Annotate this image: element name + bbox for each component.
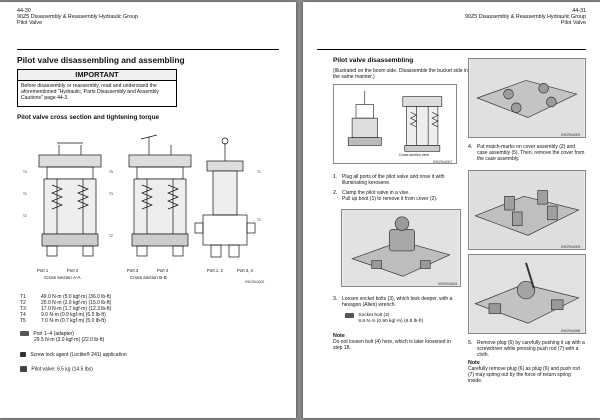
intro-text: (Illustrated on the boom side. Disassemb… (333, 68, 468, 81)
step-text: Loosen socket bolts (3), which look deep… (342, 296, 453, 309)
torque-row: T4 9.0 N·m (0.9 kgf·m) (6.5 lb-ft) (20, 312, 106, 318)
torque-label: T4 (20, 312, 26, 318)
figure-id: K902944005 (561, 245, 581, 249)
figure-plug-removal (468, 254, 586, 334)
header-line-1: 90Z5 Disassembly & Reassembly Hydraulic … (464, 14, 586, 20)
torque-row: T3 17.0 N·m (1.7 kgf·m) (12.3 lb-ft) (20, 306, 111, 312)
note-heading: Note (333, 333, 345, 339)
torque-row: T1 49.0 N·m (5.0 kgf·m) (36.0 lb-ft) (20, 294, 111, 300)
svg-text:T4: T4 (23, 170, 27, 174)
figure-case-assembly (468, 170, 586, 250)
torque-label: T5 (20, 318, 26, 324)
header-line-2: Pilot Valve (17, 20, 43, 27)
figure-id: K902944003 (438, 282, 458, 286)
screw-lock-note: Screw lock agent (Loctite® 241) applicat… (20, 352, 127, 358)
torque-label: T1 (20, 294, 26, 300)
figure-pilot-valve (333, 84, 457, 164)
cross-section-bb-label: Cross section B-B (130, 275, 167, 280)
step-number: 4. (468, 144, 473, 150)
important-heading: IMPORTANT (18, 70, 176, 81)
page-header: 90Z5 Disassembly & Reassembly Hydraulic … (465, 14, 586, 27)
cross-section-aa-label: Cross section A-A (44, 275, 81, 280)
weight-note: Pilot valve: 6.5 kg (14.5 lbs) (20, 366, 93, 372)
step-text: Plug all ports of the pilot valve and ri… (342, 174, 445, 187)
figure-id: K902944008 (561, 329, 581, 333)
svg-text:T5: T5 (109, 170, 113, 174)
weight-icon (20, 366, 27, 372)
torque-row: T2 20.0 N·m (2.0 kgf·m) (15.0 lb-ft) (20, 300, 111, 306)
page-number: 44-31 (572, 8, 586, 14)
important-box: IMPORTANT Before disassembly or reassemb… (17, 69, 177, 107)
step-number: 5. (468, 340, 473, 346)
note-text: Do not loosen bolt (4) here, which is la… (333, 339, 451, 352)
svg-text:T3: T3 (109, 192, 113, 196)
torque-value: 17.0 N·m (1.7 kgf·m) (12.3 lb-ft) (41, 306, 112, 312)
important-text: Before disassembly or reassembly, read a… (21, 83, 159, 102)
cross-section-view-label: Cross section view (398, 153, 430, 158)
torque-row: T5 7.0 N·m (0.7 kgf·m) (5.0 lb-ft) (20, 318, 106, 324)
step-text: Remove plug (6) by carefully pushing it … (477, 340, 585, 359)
header-line-1: 90Z5 Disassembly & Reassembly Hydraulic … (17, 14, 139, 20)
port-label: Port 2 (67, 268, 79, 273)
svg-text:T2: T2 (109, 234, 113, 238)
page-header: 90Z5 Disassembly & Reassembly Hydraulic … (17, 14, 138, 27)
wrench-icon (345, 313, 354, 319)
page-number: 44-30 (17, 8, 31, 14)
header-line-2: Pilot Valve (560, 20, 586, 27)
note-heading: Note (468, 360, 480, 366)
torque-label: T2 (20, 300, 26, 306)
port-adapter-value: 29.5 N·m (3.0 kgf·m) (22.0 lb-ft) (34, 337, 105, 343)
section-heading: Pilot valve cross section and tightening… (17, 114, 160, 121)
pilot-valve-svg (347, 90, 443, 152)
screw-lock-text: Screw lock agent (Loctite® 241) applicat… (30, 352, 127, 358)
socket-bolt-torque: Socket bolt (3) 8.8 N·m (0.90 kgf·m) (6.… (345, 313, 423, 324)
figure-boot-removal (341, 209, 461, 287)
step-text: Clamp the pilot valve in a vise. Pull up… (342, 190, 438, 203)
svg-text:T1: T1 (257, 170, 261, 174)
boot-removal-svg (342, 210, 460, 286)
port-label: Port 3, 4 (237, 268, 253, 273)
page-title: Pilot valve disassembling (333, 57, 414, 64)
left-page: 44-30 90Z5 Disassembly & Reassembly Hydr… (0, 2, 296, 418)
plug-removal-svg (469, 255, 585, 333)
screw-lock-icon (20, 352, 26, 358)
svg-text:T2: T2 (257, 218, 261, 222)
port-label: Port 1, 2 (207, 268, 223, 273)
page-title: Pilot valve disassembling and assembling (17, 55, 185, 65)
port-adapter-label: Port 1–4 (adapter) (33, 331, 74, 337)
header-rule (17, 49, 279, 50)
case-assembly-svg (469, 171, 585, 249)
step-number: 2. (333, 190, 338, 196)
figure-cover-assembly (468, 58, 586, 138)
right-page: 44-31 90Z5 Disassembly & Reassembly Hydr… (303, 2, 600, 418)
torque-value: 20.0 N·m (2.0 kgf·m) (15.0 lb-ft) (41, 300, 112, 306)
figure-id: K902944007 (433, 160, 453, 164)
port-label: Port 4 (157, 268, 169, 273)
header-rule (317, 49, 586, 50)
figure-id: K902944009 (561, 133, 581, 137)
note-text: Carefully remove plug (6) as plug (6) an… (468, 366, 580, 385)
step-number: 3. (333, 296, 338, 302)
port-label: Port 1 (37, 268, 49, 273)
svg-text:T2: T2 (23, 214, 27, 218)
step-number: 1. (333, 174, 338, 180)
port-adapter-torque: Port 1–4 (adapter) (20, 331, 74, 337)
step-text: Put match-marks on cover assembly (2) an… (477, 144, 585, 163)
port-label: Port 3 (127, 268, 139, 273)
figure-id: K902944002 (245, 280, 265, 284)
torque-value: 49.0 N·m (5.0 kgf·m) (36.0 lb-ft) (41, 294, 112, 300)
torque-value: 9.0 N·m (0.9 kgf·m) (6.5 lb-ft) (41, 312, 106, 318)
wrench-icon (20, 331, 29, 337)
torque-label: T3 (20, 306, 26, 312)
svg-text:T1: T1 (23, 192, 27, 196)
cover-assembly-svg (469, 59, 585, 137)
socket-bolt-torque-text: Socket bolt (3) 8.8 N·m (0.90 kgf·m) (6.… (358, 313, 424, 324)
pilot-valve-weight: Pilot valve: 6.5 kg (14.5 lbs) (31, 366, 93, 373)
torque-value: 7.0 N·m (0.7 kgf·m) (5.0 lb-ft) (41, 318, 106, 324)
